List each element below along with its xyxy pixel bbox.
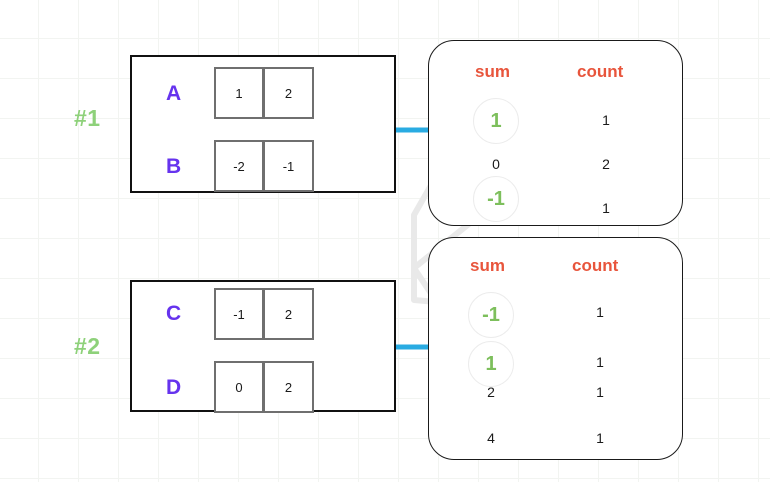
count-value: 1 (596, 354, 604, 370)
count-value: 1 (596, 384, 604, 400)
column-header-count: count (572, 256, 619, 275)
row-letter-b: B (166, 155, 182, 178)
step-label-1: #1 (74, 105, 101, 131)
sum-value: -1 (482, 304, 500, 326)
sum-value: -1 (487, 188, 505, 210)
highlight-circle (473, 98, 519, 144)
sum-value: 0 (492, 156, 500, 172)
row-letter-d: D (166, 376, 182, 399)
matrix-row-d: 0 2 (214, 361, 314, 413)
count-value: 1 (602, 112, 610, 128)
matrix-row-a: 1 2 (214, 67, 314, 119)
column-header-sum: sum (470, 256, 505, 275)
column-header-count: count (577, 62, 624, 81)
row-letter-a: A (166, 82, 182, 105)
highlight-circle (468, 292, 514, 338)
column-header-sum: sum (475, 62, 510, 81)
sum-value: 1 (485, 353, 497, 375)
count-value: 1 (596, 304, 604, 320)
count-value: 1 (602, 200, 610, 216)
highlight-circle (468, 341, 514, 387)
sum-value: 4 (487, 430, 495, 446)
row-letter-c: C (166, 302, 182, 325)
matrix-cell: -2 (214, 140, 264, 192)
result-panel-bottom (428, 237, 683, 460)
matrix-cell: 1 (214, 67, 264, 119)
matrix-cell: -1 (264, 140, 314, 192)
highlight-circle (473, 176, 519, 222)
matrix-row-c: -1 2 (214, 288, 314, 340)
matrix-cell: 2 (264, 288, 314, 340)
step-label-2: #2 (74, 333, 101, 359)
matrix-cell: 2 (264, 361, 314, 413)
sum-value: 2 (487, 384, 495, 400)
count-value: 2 (602, 156, 610, 172)
matrix-cell: -1 (214, 288, 264, 340)
sum-value: 1 (490, 110, 502, 132)
matrix-cell: 0 (214, 361, 264, 413)
count-value: 1 (596, 430, 604, 446)
matrix-row-b: -2 -1 (214, 140, 314, 192)
matrix-cell: 2 (264, 67, 314, 119)
result-panel-top (428, 40, 683, 226)
